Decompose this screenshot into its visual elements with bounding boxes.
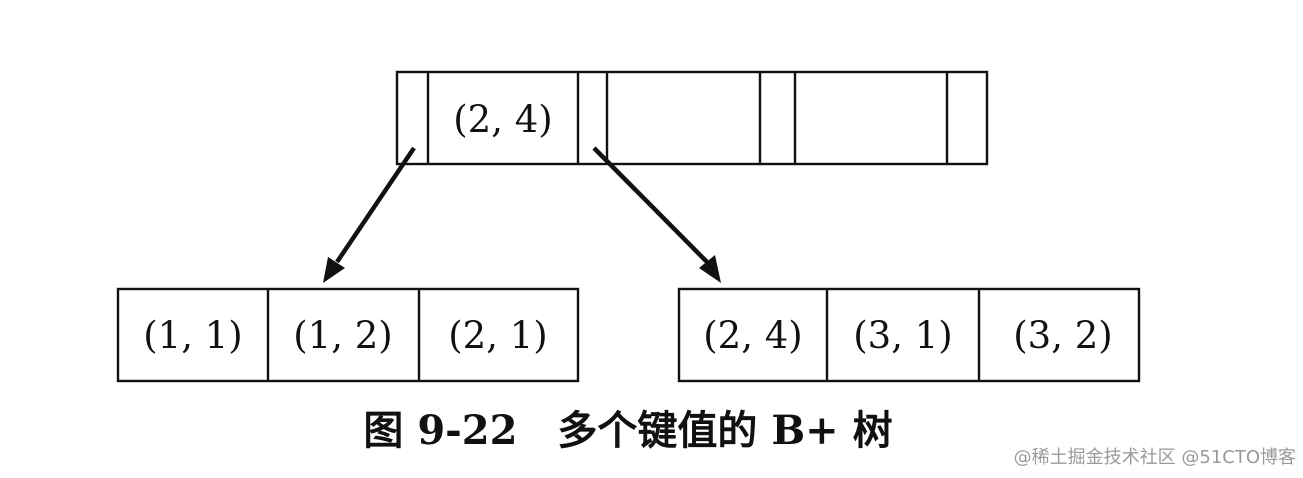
leaf-right-frame: [677, 287, 1141, 383]
arrow-left-head: [323, 257, 345, 283]
root-key-1: (2, 4): [453, 98, 552, 141]
leaf-node-left: (1, 1) (1, 2) (2, 1): [116, 287, 580, 383]
root-node: (2, 4): [395, 70, 989, 166]
watermark: @稀土掘金技术社区 @51CTO博客: [1014, 447, 1296, 468]
leaf-left-frame: [116, 287, 580, 383]
figure-caption: 图 9-22 多个键值的 B+ 树: [363, 407, 892, 454]
leaf-left-key-1: (1, 1): [143, 314, 242, 357]
leaf-left-key-2: (1, 2): [293, 314, 392, 357]
leaf-right-key-3: (3, 2): [1013, 314, 1112, 357]
pointer-arrow-right: [592, 146, 721, 283]
root-node-frame: [395, 70, 989, 166]
arrow-left-shaft: [335, 146, 416, 264]
leaf-node-right: (2, 4) (3, 1) (3, 2): [677, 287, 1141, 383]
leaf-right-key-2: (3, 1): [853, 314, 952, 357]
pointer-arrow-left: [323, 146, 416, 283]
arrow-right-head: [699, 255, 721, 283]
arrow-right-shaft: [592, 146, 709, 264]
leaf-right-key-1: (2, 4): [703, 314, 802, 357]
leaf-left-key-3: (2, 1): [448, 314, 547, 357]
